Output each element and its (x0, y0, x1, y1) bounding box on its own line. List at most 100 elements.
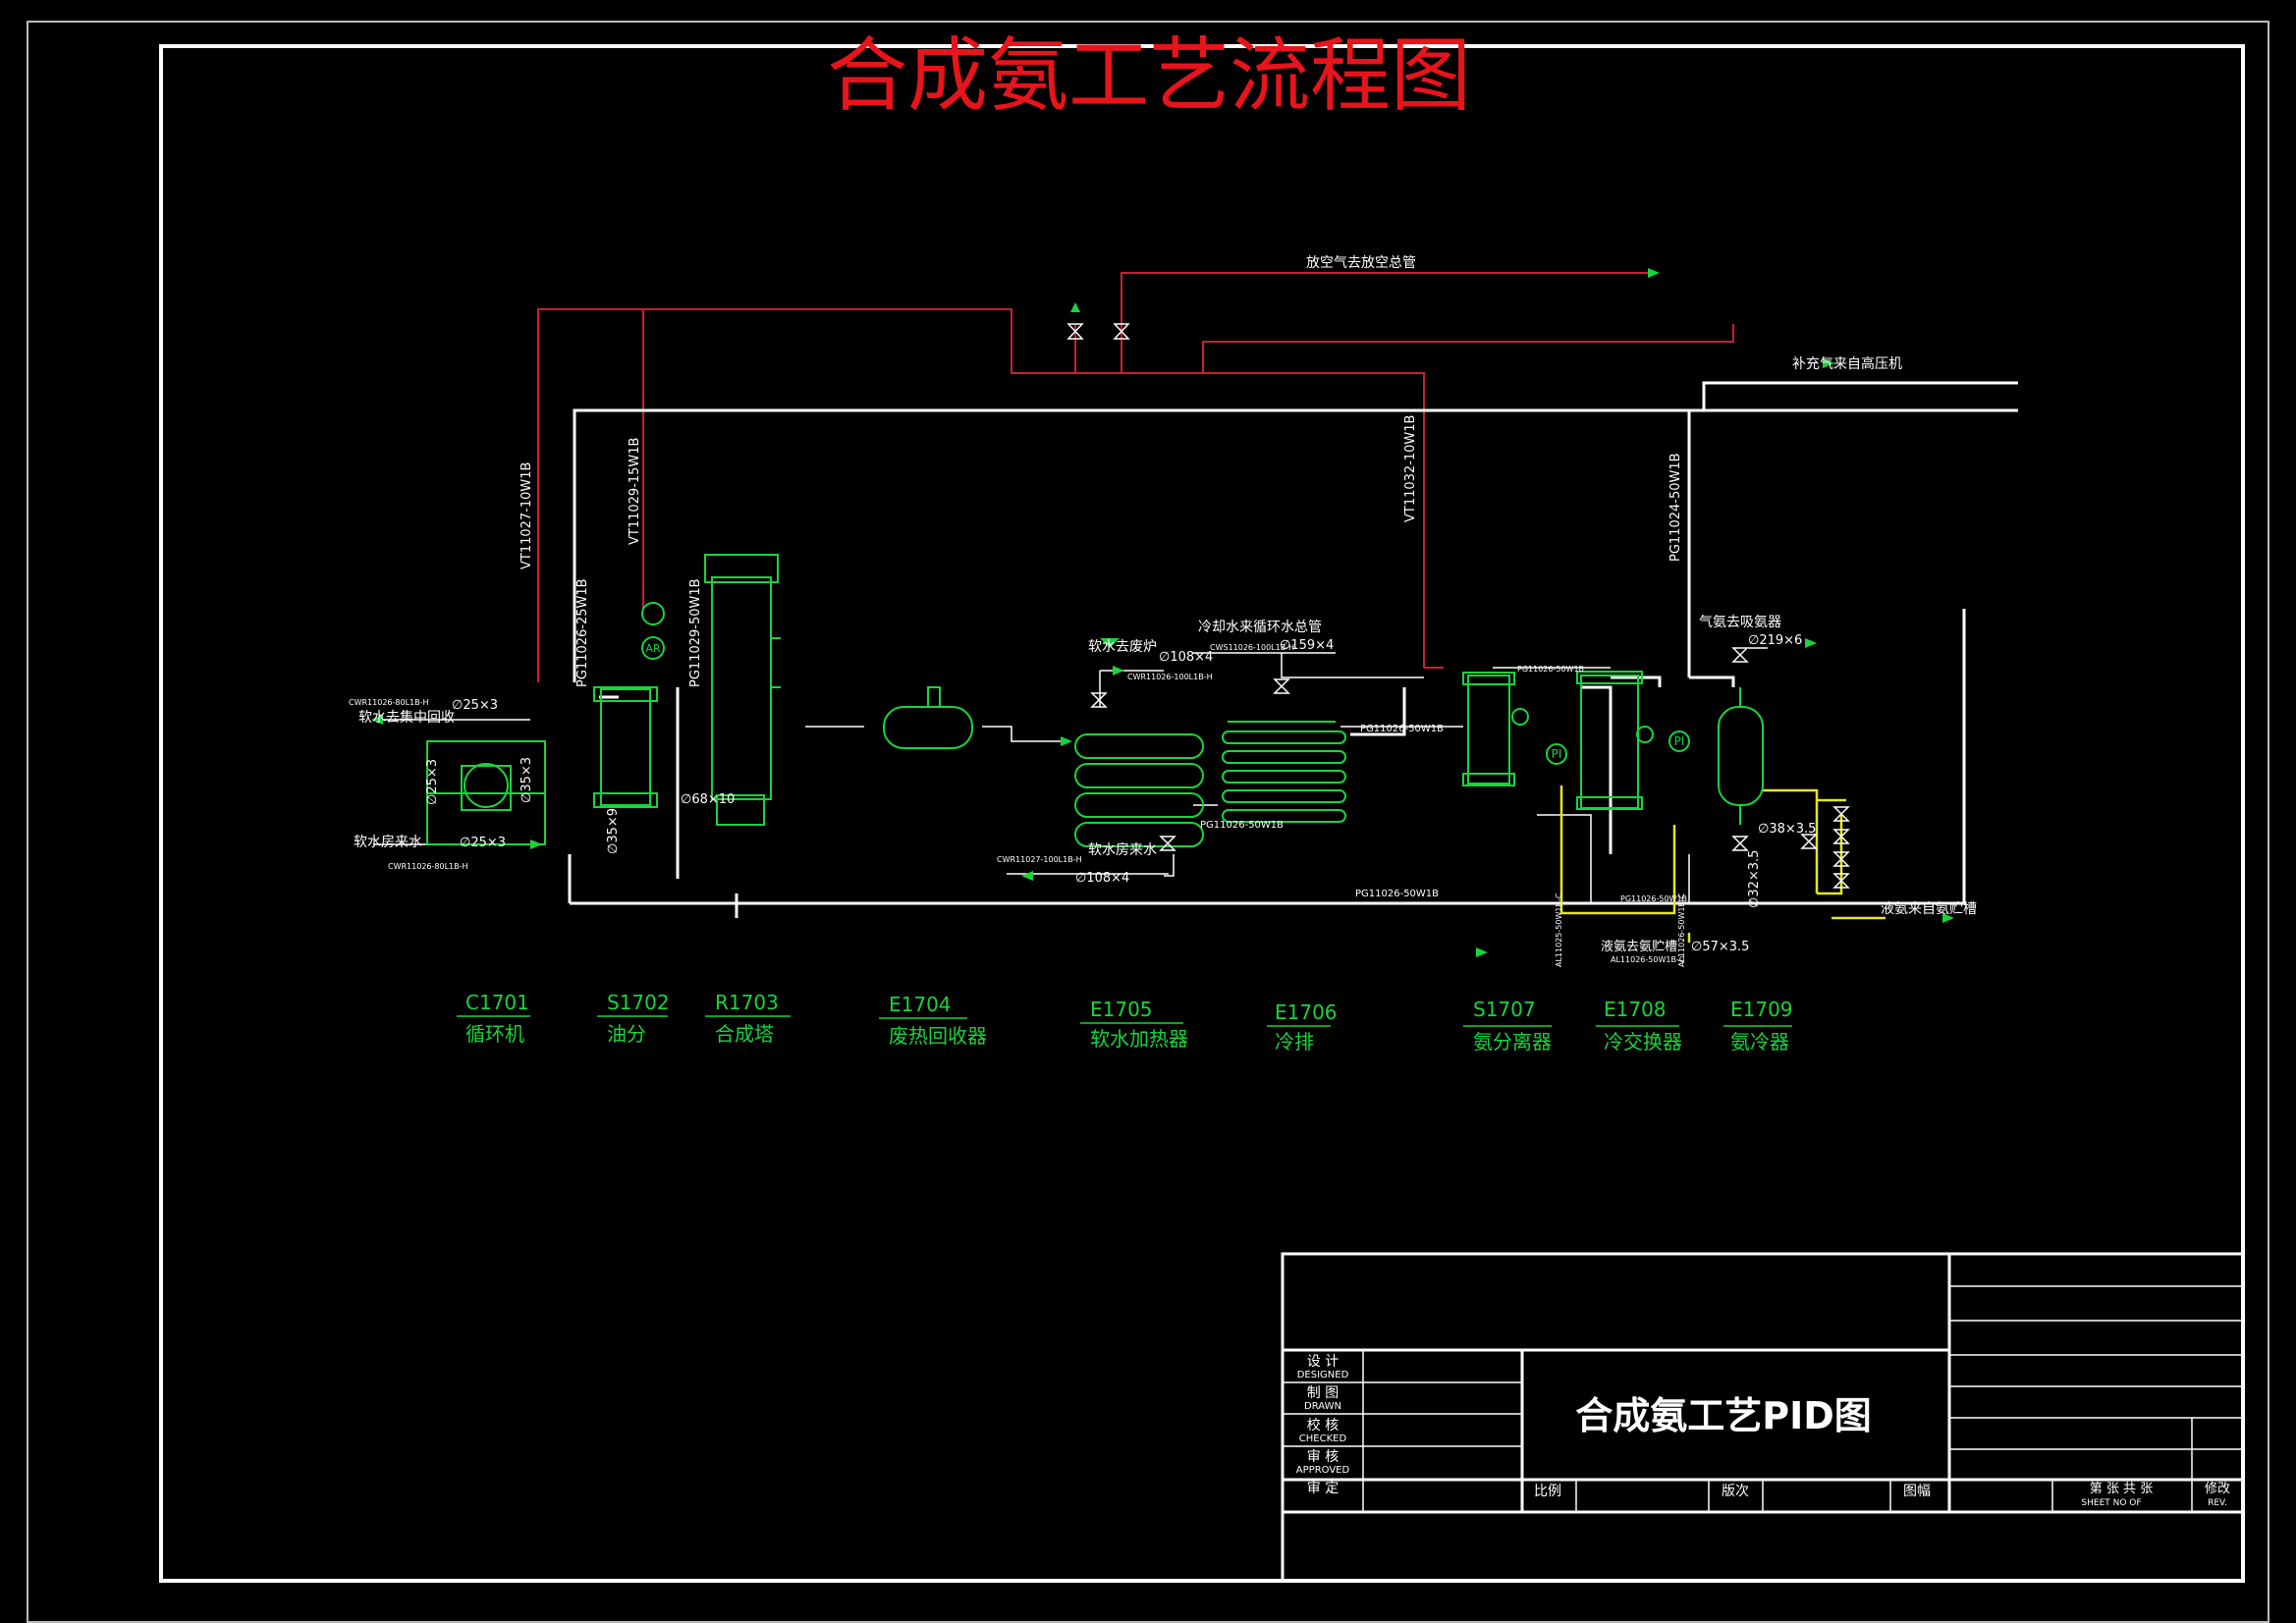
pg-bottom-label: PG11026-50W1B (1355, 889, 1439, 899)
equipment-name: 冷交换器 (1604, 1030, 1682, 1054)
equipment-name: 合成塔 (715, 1022, 774, 1046)
designed-label: 设 计 (1307, 1354, 1339, 1370)
gas-ammonia-pipe: ∅219×6 (1748, 633, 1802, 648)
e1705-body (1074, 733, 1204, 847)
pipe-32x3-5: ∅32×3.5 (1747, 850, 1762, 908)
equipment-e1706: E1706 冷排 (1267, 1001, 1338, 1054)
title-block-labels: 设 计 DESIGNED 制 图 DRAWN 校 核 CHECKED 审 核 A… (1296, 1354, 2230, 1508)
line-vt11029: VT11029-15W1B (628, 438, 642, 545)
valve-icon (1159, 836, 1176, 851)
equipment-e1708: E1708 冷交换器 (1596, 998, 1682, 1054)
equipment-tag: E1709 (1730, 998, 1793, 1021)
s1707-body (1467, 675, 1510, 784)
pipe-35x9: ∅35×9 (606, 808, 621, 854)
ar-label: AR (645, 642, 661, 655)
e1704-body (883, 706, 973, 749)
pipe-68x10: ∅68×10 (681, 792, 735, 807)
soft-return-label: 软水去集中回收 (358, 709, 455, 726)
equipment-name: 软水加热器 (1090, 1027, 1188, 1051)
soft-supply-label: 软水房来水 (354, 835, 422, 850)
pipe-25x3-left: ∅25×3 (425, 759, 440, 805)
valve-icon (1731, 836, 1749, 851)
equipment-s1707: S1707 氨分离器 (1463, 998, 1552, 1054)
liquid-ammonia-lines (1559, 785, 1886, 943)
ar-instrument-icon (641, 636, 665, 660)
approved-label: 审 核 (1307, 1449, 1339, 1465)
equipment-tag: E1705 (1090, 998, 1153, 1021)
outer-border (27, 21, 2269, 1623)
equipment-tag: E1706 (1275, 1001, 1338, 1024)
pipe-25x3-in: ∅25×3 (460, 836, 506, 850)
soft-house-pipe: ∅108×4 (1075, 871, 1129, 886)
valve-icon (1731, 647, 1749, 663)
pg-small-2: PG11026-50W1B (1620, 894, 1687, 903)
equipment-e1704: E1704 废热回收器 (879, 993, 987, 1048)
al-label-3: AL11026-50W1B-C (1611, 955, 1685, 964)
vent-arrow-icon (1648, 268, 1660, 278)
boiler-pipe: ∅108×4 (1159, 650, 1213, 665)
equipment-name: 循环机 (465, 1022, 524, 1046)
vent-label: 放空气去放空总管 (1306, 255, 1416, 271)
soft-house-label: 软水房来水 (1088, 842, 1157, 858)
soft-house-cw: CWR11027-100L1B-H (997, 855, 1082, 864)
drawing-frame (159, 44, 2245, 1583)
boiler-label: 软水去废炉 (1088, 639, 1157, 655)
final-approval-label: 审 定 (1307, 1481, 1339, 1496)
pi-instrument-icon-1 (1546, 743, 1567, 765)
gas-lines (537, 272, 1734, 682)
pg-mid-label: PG11026-50W1B (1360, 724, 1444, 734)
instruments (641, 602, 1690, 765)
sheet-en-label: SHEET NO OF (2081, 1498, 2141, 1508)
line-pg11026: PG11026-25W1B (575, 578, 590, 687)
equipment-name: 废热回收器 (889, 1024, 987, 1048)
equipment-tag: R1703 (715, 991, 779, 1014)
cw-top-label: CWR11026-80L1B-H (349, 698, 429, 707)
valve-icon (1273, 678, 1290, 694)
equipment-legend: C1701 循环机 S1702 油分 R1703 合成塔 E1704 废热回收器… (457, 991, 1793, 1054)
makeup-label: 补充气来自高压机 (1792, 355, 1902, 372)
drawing-title: 合成氨工艺流程图 (827, 29, 1471, 123)
al-label-1: AL11025-50W1B-C (1555, 893, 1563, 967)
pg-small-1: PG11026-50W1B (1517, 665, 1584, 674)
valve-icon (1066, 323, 1084, 340)
valves (1066, 323, 1850, 889)
valve-icon (1800, 834, 1818, 849)
equipment-tag: S1707 (1473, 998, 1536, 1021)
equipment-tag: E1704 (889, 993, 952, 1016)
revision-en-label: REV. (2208, 1498, 2227, 1508)
equipment-tag: S1702 (607, 991, 670, 1014)
equipment-e1709: E1709 氨冷器 (1723, 998, 1793, 1054)
gas-ammonia-label: 气氨去吸氨器 (1699, 615, 1781, 630)
drawn-label: 制 图 (1307, 1385, 1339, 1401)
makeup-arrow-icon (1823, 358, 1834, 368)
cool-header-label: 冷却水来循环水总管 (1198, 620, 1322, 635)
sheet-label: 第 张 共 张 (2090, 1482, 2153, 1496)
pipe-35x3: ∅35×3 (519, 757, 534, 803)
title-block-thin (1283, 1285, 2243, 1512)
pi-label-2: PI (1674, 734, 1685, 748)
equipment-shapes (426, 554, 1764, 847)
drawn-en-label: DRAWN (1304, 1401, 1341, 1412)
version-label: 版次 (1722, 1484, 1749, 1499)
e1709-body (1718, 706, 1764, 806)
revision-label: 修改 (2205, 1482, 2230, 1496)
equipment-name: 氨分离器 (1473, 1030, 1552, 1054)
cw-bottom-label: CWR11026-80L1B-H (388, 862, 468, 871)
equipment-s1702: S1702 油分 (597, 991, 670, 1046)
designed-en-label: DESIGNED (1297, 1370, 1349, 1380)
pg-mid2-label: PG11026-50W1B (1200, 820, 1284, 831)
equipment-name: 冷排 (1275, 1030, 1314, 1054)
liq-ammonia-in-label: 液氨来自氨贮槽 (1881, 901, 1977, 917)
s1702-body (600, 688, 651, 806)
pipe-38x3-5: ∅38×3.5 (1758, 822, 1816, 837)
valve-icon (1090, 692, 1108, 708)
equipment-name: 油分 (607, 1022, 646, 1046)
equipment-name: 氨冷器 (1730, 1030, 1789, 1054)
equipment-tag: C1701 (465, 991, 529, 1014)
drawing-name: 合成氨工艺PID图 (1575, 1394, 1872, 1437)
line-pg11029: PG11029-50W1B (688, 578, 703, 687)
valve-icon (1832, 873, 1850, 889)
cool-pipe: ∅159×4 (1280, 638, 1334, 653)
e1706-body (1222, 721, 1346, 823)
